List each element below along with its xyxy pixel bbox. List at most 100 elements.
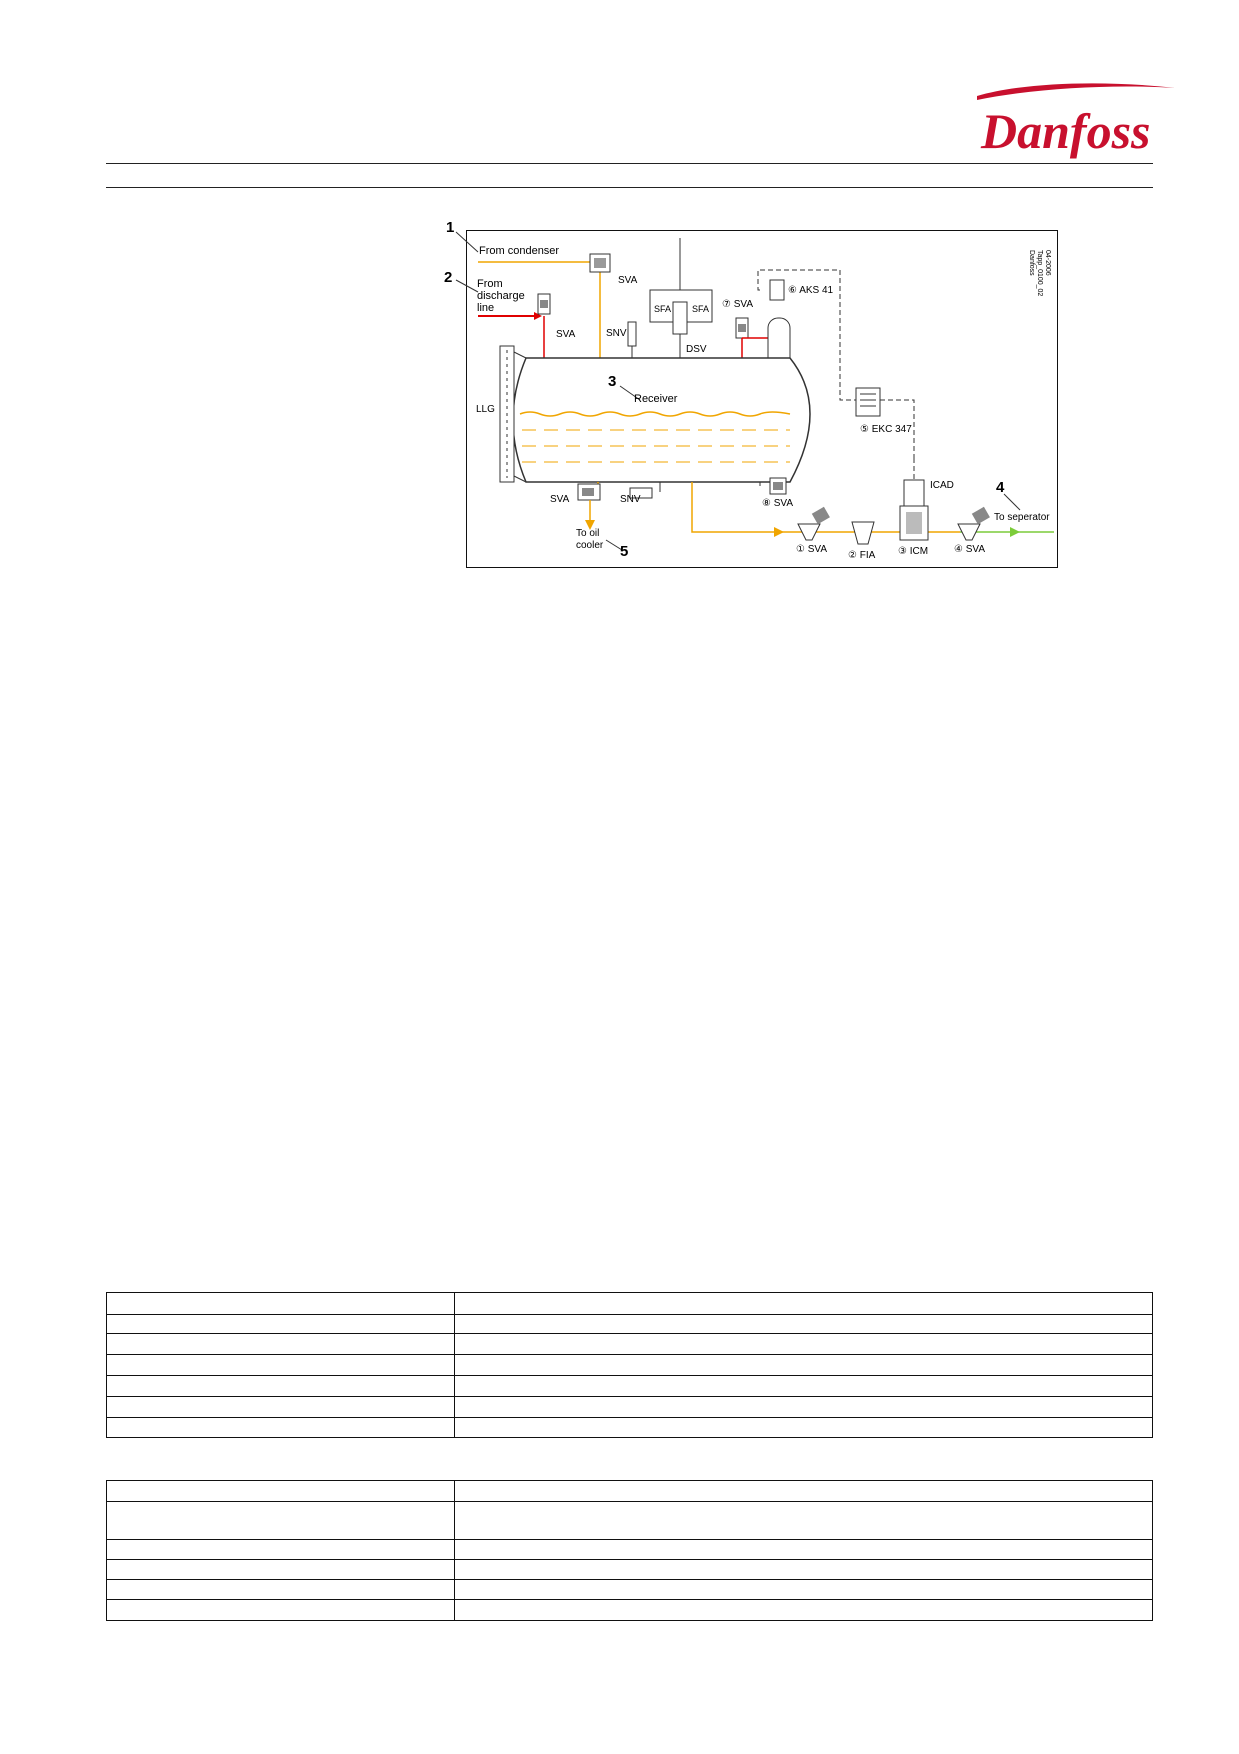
table-cell xyxy=(106,1354,455,1376)
header-rule-top xyxy=(106,163,1153,164)
table-cell xyxy=(106,1375,455,1397)
header-rule-bottom xyxy=(106,187,1153,188)
table-cell xyxy=(106,1314,455,1334)
callout-1-leader xyxy=(455,231,479,253)
table-row xyxy=(106,1375,1153,1397)
label-from-discharge-1: From xyxy=(477,278,503,290)
table-cell xyxy=(106,1396,455,1418)
callout-5-leader xyxy=(605,539,623,551)
aks41-transmitter-icon xyxy=(769,279,785,301)
callout-3-leader xyxy=(619,385,641,401)
drawing-ref-2: Tapp_0100_02 xyxy=(1036,250,1043,296)
table-cell xyxy=(454,1539,1153,1560)
label-to-oil-2: cooler xyxy=(576,540,604,551)
logo-wordmark: Danfoss xyxy=(980,103,1150,159)
receiver-vessel xyxy=(512,357,811,483)
label-sfa-left: SFA xyxy=(654,304,671,314)
discharge-arrow-icon xyxy=(534,312,542,320)
table-cell xyxy=(106,1333,455,1355)
callout-2-leader xyxy=(455,279,479,293)
sva-discharge-valve-icon xyxy=(537,293,551,315)
danfoss-logo: Danfoss xyxy=(977,83,1175,159)
label-to-separator: To seperator xyxy=(994,512,1050,523)
separator-arrow-icon xyxy=(1010,527,1020,537)
label-receiver: Receiver xyxy=(634,393,678,405)
llg-top-connection xyxy=(513,351,527,359)
table-row xyxy=(106,1579,1153,1600)
table-cell xyxy=(454,1333,1153,1355)
liquid-outlet-arrow-icon xyxy=(774,527,784,537)
liquid-surface xyxy=(519,411,791,417)
callout-3: 3 xyxy=(608,373,616,390)
label-to-oil-1: To oil xyxy=(576,528,599,539)
label-sva-discharge: SVA xyxy=(556,329,576,340)
drawing-ref-3: 04-2006 xyxy=(1044,250,1051,276)
logo-swoosh xyxy=(977,83,1175,100)
callout-4-leader xyxy=(1003,493,1021,511)
label-sva-1: ① SVA xyxy=(796,544,827,555)
fia-2-strainer-icon xyxy=(851,521,875,545)
llg-bottom-connection xyxy=(513,475,527,483)
label-icm-3: ③ ICM xyxy=(898,546,928,557)
sva-top-valve-icon xyxy=(589,253,611,273)
table-cell xyxy=(454,1480,1153,1502)
table-cell xyxy=(454,1501,1153,1540)
icm-3-valve-icon xyxy=(899,505,929,541)
ekc347-controller-icon xyxy=(855,387,881,417)
table-cell xyxy=(454,1292,1153,1315)
label-dsv: DSV xyxy=(686,344,707,355)
table-cell xyxy=(106,1292,455,1315)
sva-1-valve-icon xyxy=(797,506,830,541)
icad-actuator-icon xyxy=(903,479,925,507)
label-sva-top: SVA xyxy=(618,275,638,286)
table-row xyxy=(106,1417,1153,1438)
table-row xyxy=(106,1333,1153,1355)
label-ekc347: ⑤ EKC 347 xyxy=(860,424,912,435)
table-cell xyxy=(454,1599,1153,1621)
snv-bottom-valve-icon xyxy=(629,487,653,499)
snv-top-valve-icon xyxy=(627,321,637,358)
spec-table-2 xyxy=(106,1480,1153,1621)
table-cell xyxy=(106,1501,455,1540)
table-cell xyxy=(106,1579,455,1600)
label-snv-top: SNV xyxy=(606,328,627,339)
table-cell xyxy=(454,1559,1153,1580)
dsv-valve-icon xyxy=(672,301,688,358)
table-row xyxy=(106,1396,1153,1418)
label-from-discharge-2: discharge xyxy=(477,290,525,302)
drawing-reference: Danfoss Tapp_0100_02 04-2006 xyxy=(1028,250,1051,296)
label-sva-bottom: SVA xyxy=(550,494,570,505)
oil-cooler-arrow-icon xyxy=(585,520,595,530)
label-from-condenser: From condenser xyxy=(479,245,559,257)
label-aks41: ⑥ AKS 41 xyxy=(788,285,834,296)
diagram-frame xyxy=(466,230,1058,568)
spec-table-1 xyxy=(106,1292,1153,1438)
receiver-piping-diagram: 1 2 3 4 5 From condenser From discharge … xyxy=(444,219,1054,561)
table-cell xyxy=(454,1417,1153,1438)
label-sva-4: ④ SVA xyxy=(954,544,985,555)
table-cell xyxy=(106,1559,455,1580)
callout-4: 4 xyxy=(996,479,1005,496)
label-llg: LLG xyxy=(476,404,495,415)
table-row xyxy=(106,1501,1153,1540)
table-row xyxy=(106,1354,1153,1376)
aks41-signal-line xyxy=(757,269,856,401)
sva-bottom-valve-icon xyxy=(577,483,601,501)
table-row xyxy=(106,1292,1153,1315)
label-snv-bottom: SNV xyxy=(620,494,641,505)
table-row xyxy=(106,1599,1153,1621)
table-row xyxy=(106,1314,1153,1334)
sva-4-valve-icon xyxy=(957,506,990,541)
table-cell xyxy=(454,1396,1153,1418)
label-from-discharge-3: line xyxy=(477,302,494,314)
table-row xyxy=(106,1480,1153,1502)
liquid-outlet-line xyxy=(691,482,784,533)
table-cell xyxy=(106,1417,455,1438)
table-cell xyxy=(454,1375,1153,1397)
table-cell xyxy=(106,1539,455,1560)
label-sfa-right: SFA xyxy=(692,304,709,314)
callout-1: 1 xyxy=(446,219,454,236)
table-cell xyxy=(106,1599,455,1621)
callout-2: 2 xyxy=(444,269,452,286)
label-icad: ICAD xyxy=(930,480,954,491)
